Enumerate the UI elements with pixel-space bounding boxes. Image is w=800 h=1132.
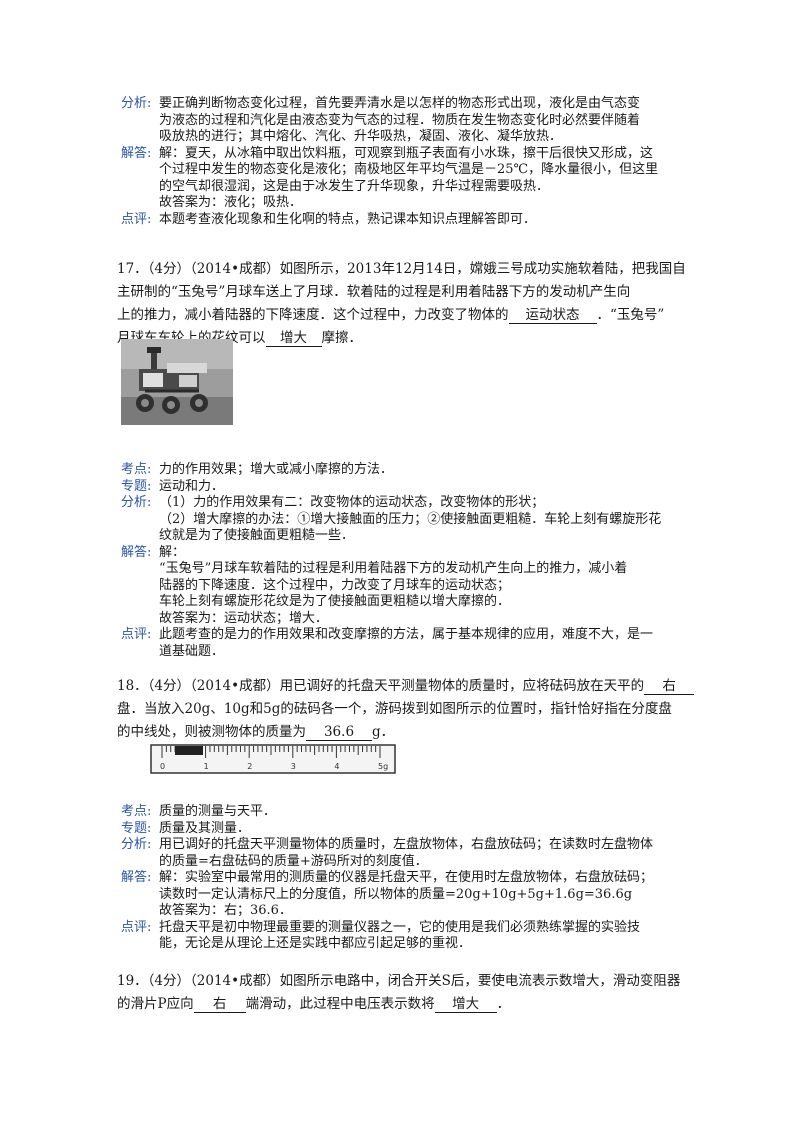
question-text: 的滑片P应向	[117, 996, 194, 1012]
answer-blank: 36.6	[306, 724, 372, 741]
q17-topic: 专题: 运动和力．	[121, 479, 691, 496]
answer-blank: 增大	[265, 330, 322, 347]
text-line: 读数时一定认清标尺上的分度值，所以物体的质量=20g+10g+5g+1.6g=3…	[159, 886, 633, 902]
q17-question: 17．（4分）（2014•成都）如图所示，2013年12月14日，嫦娥三号成功实…	[117, 258, 697, 350]
question-text: 的中线处，则被测物体的质量为	[117, 724, 306, 740]
question-text: 18．（4分）（2014•成都）用已调好的托盘天平测量物体的质量时，应将砝码放在…	[117, 678, 645, 694]
text-line: 的空气却很湿润，这是由于冰发生了升华现象，升华过程需要吸热．	[159, 178, 550, 194]
text-line: 要正确判断物态变化过程，首先要弄清水是以怎样的物态形式出现，液化是由气态变	[159, 96, 641, 111]
solution-label: 解答:	[121, 544, 152, 560]
question-line: 18．（4分）（2014•成都）用已调好的托盘天平测量物体的质量时，应将砝码放在…	[117, 675, 697, 698]
answer-blank: 右	[644, 678, 695, 695]
q17-analysis: 分析: （1）力的作用效果有二：改变物体的运动状态，改变物体的形状； （2）增大…	[121, 495, 691, 545]
ruler-number: 2	[247, 762, 252, 771]
question-line: 19．（4分）（2014•成都）如图所示电路中，闭合开关S后，要使电流表示数增大…	[117, 973, 681, 989]
answer-blank: 运动状态	[508, 307, 597, 324]
comment-label: 点评:	[121, 211, 152, 227]
q19-question: 19．（4分）（2014•成都）如图所示电路中，闭合开关S后，要使电流表示数增大…	[117, 970, 697, 1016]
q16-analysis: 分析: 要正确判断物态变化过程，首先要弄清水是以怎样的物态形式出现，液化是由气态…	[121, 96, 691, 146]
balance-scale-ruler: 0 1 2 3 4 5g	[150, 744, 396, 774]
q18-comment: 点评: 托盘天平是初中物理最重要的测量仪器之一，它的使用是我们必须熟练掌握的实验…	[121, 920, 691, 953]
q18-explanation: 考点: 质量的测量与天平． 专题: 质量及其测量． 分析: 用已调好的托盘天平测…	[121, 804, 691, 953]
text-line: 故答案为：液化；吸热．	[159, 195, 303, 210]
q17-comment: 点评: 此题考查的是力的作用效果和改变摩擦的方法，属于基本规律的应用，难度不大，…	[121, 627, 691, 660]
question-text: 端滑动，此过程中电压表示数将	[245, 996, 435, 1012]
text-line: 运动和力．	[159, 478, 225, 494]
question-text: 上的推力，减小着陆器的下降速度．这个过程中，力改变了物体的	[117, 307, 509, 323]
ruler-number: 1	[204, 762, 209, 771]
text-line: （1）力的作用效果有二：改变物体的运动状态，改变物体的形状；	[159, 495, 545, 510]
answer-blank: 右	[193, 996, 246, 1013]
text-line: 的质量=右盘砝码的质量+游码所对的刻度值．	[159, 853, 428, 869]
solution-label: 解答:	[121, 870, 152, 885]
text-line: 陆器的下降速度．这个过程中，力改变了月球车的运动状态；	[159, 577, 511, 593]
ruler-number: 5g	[378, 762, 388, 771]
text-line: 质量及其测量．	[159, 820, 251, 836]
text-line: 道基础题．	[159, 643, 225, 659]
q18-solution: 解答: 解：实验室中最常用的测质量的仪器是托盘天平，在使用时左盘放物体，右盘放砝…	[121, 870, 691, 920]
text-line: 解：	[159, 544, 186, 560]
text-line: 本题考查液化现象和生化啊的特点，熟记课本知识点理解答即可．	[159, 211, 537, 227]
text-line: （2）增大摩擦的办法：①增大接触面的压力；②使接触面更粗糙．车轮上刻有螺旋形花	[159, 511, 662, 527]
comment-label: 点评:	[121, 919, 152, 935]
q17-points: 考点: 力的作用效果；增大或减小摩擦的方法．	[121, 462, 691, 479]
text-line: 力的作用效果；增大或减小摩擦的方法．	[159, 462, 394, 477]
ruler-number: 0	[160, 762, 165, 771]
text-line: 托盘天平是初中物理最重要的测量仪器之一，它的使用是我们必须熟练掌握的实验技	[159, 919, 641, 935]
q18-analysis: 分析: 用已调好的托盘天平测量物体的质量时，左盘放物体，右盘放砝码；在读数时左盘…	[121, 837, 691, 870]
text-line: 能，无论是从理论上还是实践中都应引起足够的重视．	[159, 936, 472, 951]
lunar-rover-photo	[121, 339, 233, 425]
text-line: 为液态的过程和汽化是由液态变为气态的过程．物质在发生物态变化时必然要伴随着	[159, 112, 641, 128]
q17-explanation: 考点: 力的作用效果；增大或减小摩擦的方法． 专题: 运动和力． 分析: （1）…	[121, 462, 691, 660]
question-line: 主研制的“玉兔号”月球车送上了月球．软着陆的过程是利用着陆器下方的发动机产生向	[117, 284, 631, 300]
ruler-number: 4	[334, 762, 339, 771]
q18-question: 18．（4分）（2014•成都）用已调好的托盘天平测量物体的质量时，应将砝码放在…	[117, 675, 697, 744]
text-line: 车轮上刻有螺旋形花纹是为了使接触面更粗糙以增大摩擦的．	[159, 594, 511, 609]
text-line: “玉兔号”月球车软着陆的过程是利用着陆器下方的发动机产生向上的推力，减小着	[159, 561, 628, 576]
question-text: ．“玉兔号”	[596, 307, 665, 323]
q16-solution: 解答: 解：夏天，从冰箱中取出饮料瓶，可观察到瓶子表面有小水珠，擦干后很快又形成…	[121, 146, 691, 212]
question-line: 上的推力，减小着陆器的下降速度．这个过程中，力改变了物体的运动状态．“玉兔号”	[117, 304, 697, 327]
analysis-label: 分析:	[121, 96, 152, 111]
text-line: 质量的测量与天平．	[159, 804, 277, 819]
q16-comment: 点评: 本题考查液化现象和生化啊的特点，熟记课本知识点理解答即可．	[121, 212, 691, 229]
topic-label: 专题:	[121, 820, 152, 836]
ruler-number: 3	[291, 762, 296, 771]
q18-topic: 专题: 质量及其测量．	[121, 821, 691, 838]
question-text: ．	[496, 996, 511, 1012]
text-line: 解：夏天，从冰箱中取出饮料瓶，可观察到瓶子表面有小水珠，擦干后很快又形成，这	[159, 145, 654, 161]
points-label: 考点:	[121, 804, 152, 819]
question-line: 17．（4分）（2014•成都）如图所示，2013年12月14日，嫦娥三号成功实…	[117, 261, 686, 277]
rider-weight	[175, 746, 203, 755]
solution-label: 解答:	[121, 145, 152, 161]
answer-blank: 增大	[434, 996, 497, 1013]
ruler-figure: 0 1 2 3 4 5g	[150, 744, 396, 774]
text-line: 吸放热的进行；其中熔化、汽化、升华吸热，凝固、液化、凝华放热．	[159, 129, 563, 144]
text-line: 用已调好的托盘天平测量物体的质量时，左盘放物体，右盘放砝码；在读数时左盘物体	[159, 837, 654, 852]
text-line: 故答案为：运动状态；增大．	[159, 610, 329, 626]
text-line: 个过程中发生的物态变化是液化；南极地区年平均气温是－25℃，降水量很小，但这里	[159, 162, 659, 177]
text-line: 此题考查的是力的作用效果和改变摩擦的方法，属于基本规律的应用，难度不大，是一	[159, 627, 654, 642]
analysis-label: 分析:	[121, 837, 152, 852]
question-line: 的滑片P应向右端滑动，此过程中电压表示数将增大．	[117, 993, 697, 1016]
question-text: g．	[372, 724, 395, 740]
text-line: 解：实验室中最常用的测质量的仪器是托盘天平，在使用时左盘放物体，右盘放砝码；	[159, 870, 654, 885]
question-line: 盘．当放入20g、10g和5g的砝码各一个，游码拨到如图所示的位置时，指针恰好指…	[117, 701, 672, 717]
analysis-label: 分析:	[121, 495, 152, 510]
q17-solution: 解答: 解： “玉兔号”月球车软着陆的过程是利用着陆器下方的发动机产生向上的推力…	[121, 545, 691, 628]
question-text: 摩擦．	[321, 330, 363, 346]
text-line: 故答案为：右；36.6．	[159, 903, 292, 918]
q18-points: 考点: 质量的测量与天平．	[121, 804, 691, 821]
comment-label: 点评:	[121, 627, 152, 642]
text-line: 纹就是为了使接触面更粗糙一些．	[159, 528, 355, 543]
points-label: 考点:	[121, 462, 152, 477]
rover-image	[121, 339, 233, 425]
topic-label: 专题:	[121, 478, 152, 494]
q16-explanation: 分析: 要正确判断物态变化过程，首先要弄清水是以怎样的物态形式出现，液化是由气态…	[121, 96, 691, 228]
